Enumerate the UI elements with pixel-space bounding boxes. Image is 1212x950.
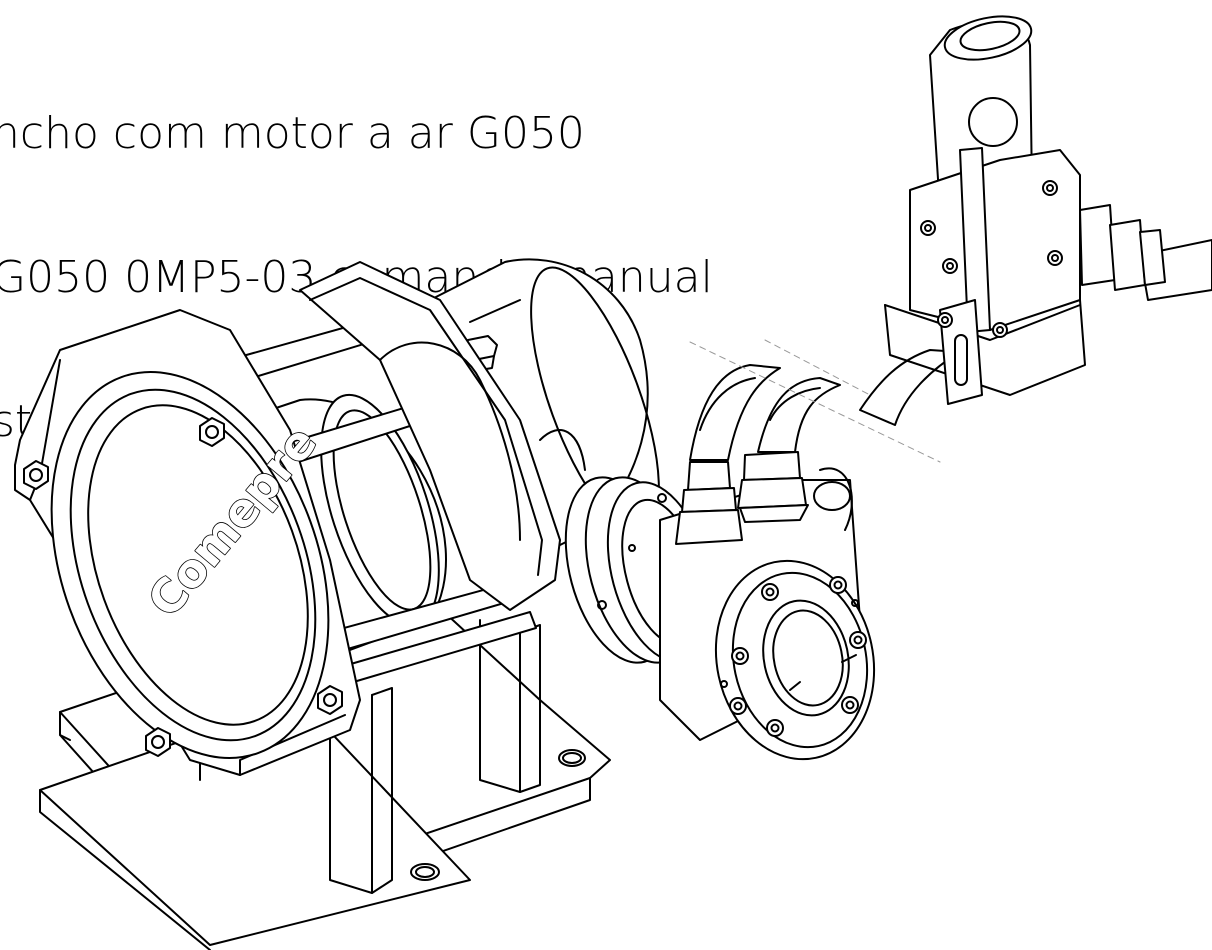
rear-side-plate	[300, 262, 560, 610]
manual-control-valve	[860, 9, 1212, 425]
cover-bolts	[24, 418, 342, 756]
air-hoses	[676, 365, 840, 544]
title-line-1: ncho com motor a ar G050	[0, 108, 585, 159]
detail-leader-lines	[690, 340, 940, 462]
air-motor	[547, 465, 892, 774]
front-side-plate	[1, 310, 378, 797]
